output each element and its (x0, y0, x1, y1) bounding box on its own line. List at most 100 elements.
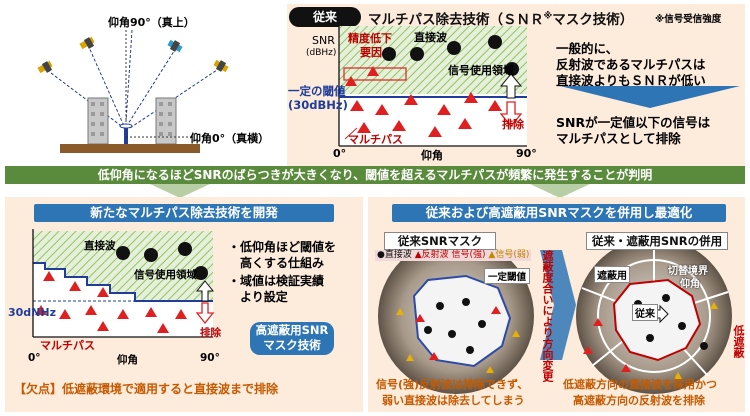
conventional-title-main: マルチパス除去技術（ＳＮＲ (368, 12, 544, 28)
conventional-title: マルチパス除去技術（ＳＮＲ※マスク技術） (368, 8, 634, 29)
stepped-threshold-line (33, 262, 213, 302)
result-line-2: マルチパスとして排除 (556, 131, 681, 146)
direct-wave-dot (448, 330, 456, 338)
switch-boundary-label-1: 切替境界 (668, 266, 708, 277)
combined-title: 従来および高遮蔽用SNRマスクを併用し最適化 (392, 204, 726, 222)
weak-signal-triangle (396, 308, 404, 315)
x-axis-end: 90° (516, 147, 537, 160)
new-method-snr-chart (32, 229, 215, 338)
direct-wave-dot (662, 294, 670, 302)
multipath-triangle (593, 318, 603, 326)
weak-signal-triangle (512, 330, 520, 337)
title-footnote: ※信号受信強度 (655, 14, 722, 25)
caption-left-2: 弱い直接波は除去してしまう (382, 394, 525, 407)
caption-right-1: 低遮蔽方向の直接波を採用かつ (563, 378, 717, 391)
multipath-triangle (345, 76, 357, 86)
exclusion-arrow-down-icon (499, 101, 523, 128)
legend-direct: ●直接波 (377, 250, 412, 260)
multipath-triangle (97, 321, 109, 331)
new-bullet-1: ・低仰角ほど閾値を (228, 240, 337, 254)
fisheye-legend: ●直接波 ▲反射波 信号(強) ▲信号(弱) (375, 250, 532, 261)
multipath-triangle (175, 309, 187, 319)
multipath-triangle (437, 104, 451, 115)
multipath-triangle (59, 309, 71, 319)
new-bullet-4: より設定 (240, 290, 288, 304)
drawback-text: 【欠点】低遮蔽環境で適用すると直接波まで排除 (14, 382, 279, 396)
multipath-triangle (375, 104, 389, 115)
usage-arrow-up-icon (195, 280, 215, 302)
multipath-triangle (415, 314, 425, 322)
direct-wave-dot (646, 334, 654, 342)
satellite-sky-diagram (37, 29, 229, 153)
explanation-line-1: 一般的に、 (556, 41, 619, 56)
satellite-icon (167, 39, 183, 53)
weak-signal-triangle (674, 372, 682, 379)
conventional-mask-title: 従来SNRマスク (384, 232, 496, 250)
multipath-triangle (488, 100, 502, 111)
x-axis-label: 仰角 (421, 149, 443, 162)
tag-line-2: マスク技術 (263, 338, 321, 352)
conventional-title-mark: ※ (543, 11, 553, 22)
multipath-triangle (428, 126, 442, 137)
direct-wave-dot (466, 346, 474, 354)
multipath-triangle (85, 305, 97, 315)
weak-signal-triangle (406, 354, 414, 361)
new-usage-region-area (33, 231, 213, 301)
caption-right-2: 高遮蔽方向の反射波を排除 (573, 394, 705, 407)
multipath-triangle (69, 281, 81, 291)
direct-wave-label: 直接波 (414, 31, 447, 44)
caption-left-1: 信号(強)反射波は排除できず、 (376, 378, 529, 391)
direct-wave-dot (410, 47, 424, 61)
branch-arrows (150, 184, 590, 198)
direct-wave-dot (116, 246, 130, 260)
multipath-label: マルチパス (348, 133, 403, 146)
multipath-triangle (357, 122, 371, 133)
direct-wave-dot (478, 320, 486, 328)
conventional-zone-label: 従来 (632, 304, 658, 321)
multipath-triangle (43, 271, 55, 281)
multipath-triangle (367, 66, 379, 76)
direct-wave-dot (436, 302, 444, 310)
new-method-title: 新たなマルチパス除去技術を開発 (34, 204, 334, 222)
new-usage-region-label: 信号使用領域 (134, 269, 197, 281)
direct-wave-dot (462, 298, 470, 306)
multipath-triangle (464, 92, 478, 103)
threshold-label: 一定の閾値 (288, 84, 346, 98)
new-multipath-label: マルチパス (40, 339, 95, 352)
snr-axis-unit: (dBHz) (306, 48, 337, 58)
multipath-triangle (97, 287, 109, 297)
direct-wave-dot (424, 326, 432, 334)
multipath-triangle (117, 309, 129, 319)
new-bullet-2: 高くする仕組み (240, 256, 325, 270)
low-shield-edge-text: 低遮蔽 (732, 325, 745, 358)
multipath-triangle (458, 118, 472, 129)
new-exclusion-label: 排除 (200, 327, 221, 339)
multipath-triangle (583, 346, 593, 354)
explanation-line-3: 直接波よりもＳＮＲが低い (556, 73, 706, 88)
direct-wave-dot (144, 248, 158, 262)
weak-signal-triangle (710, 302, 718, 309)
new-direct-wave-label: 直接波 (84, 240, 116, 252)
new-x-axis-end: 90° (200, 352, 220, 364)
direct-wave-dot (488, 35, 502, 49)
accuracy-label-1: 精度低下 (348, 32, 392, 45)
down-arrow-icon (560, 86, 740, 108)
multipath-triangle (350, 100, 364, 111)
tag-line-1: 高遮蔽用SNR (255, 323, 329, 337)
accuracy-bracket (343, 67, 407, 81)
horizon-label: 仰角0°（真横） (190, 132, 270, 145)
branch-arrow-right-icon (530, 184, 590, 198)
result-line-1: SNRが一定値以下の信号は (556, 115, 711, 130)
snr-axis-label: SNR (312, 34, 335, 47)
switch-boundary-label-2: 仰角 (680, 279, 700, 290)
combined-mask-title: 従来・遮蔽用SNRの併用 (586, 232, 728, 250)
branch-arrow-left-icon (150, 184, 210, 198)
satellite-icon (79, 36, 95, 50)
usage-arrow-up-icon (499, 73, 523, 99)
new-threshold-value: 30dNHz (8, 306, 56, 319)
legend-weak: ▲信号(弱) (488, 250, 530, 260)
zenith-label: 仰角90°（真上） (108, 16, 195, 29)
conventional-title-tail: マスク技術） (552, 12, 634, 28)
multipath-triangle (404, 94, 418, 105)
direct-wave-dot (700, 342, 708, 350)
